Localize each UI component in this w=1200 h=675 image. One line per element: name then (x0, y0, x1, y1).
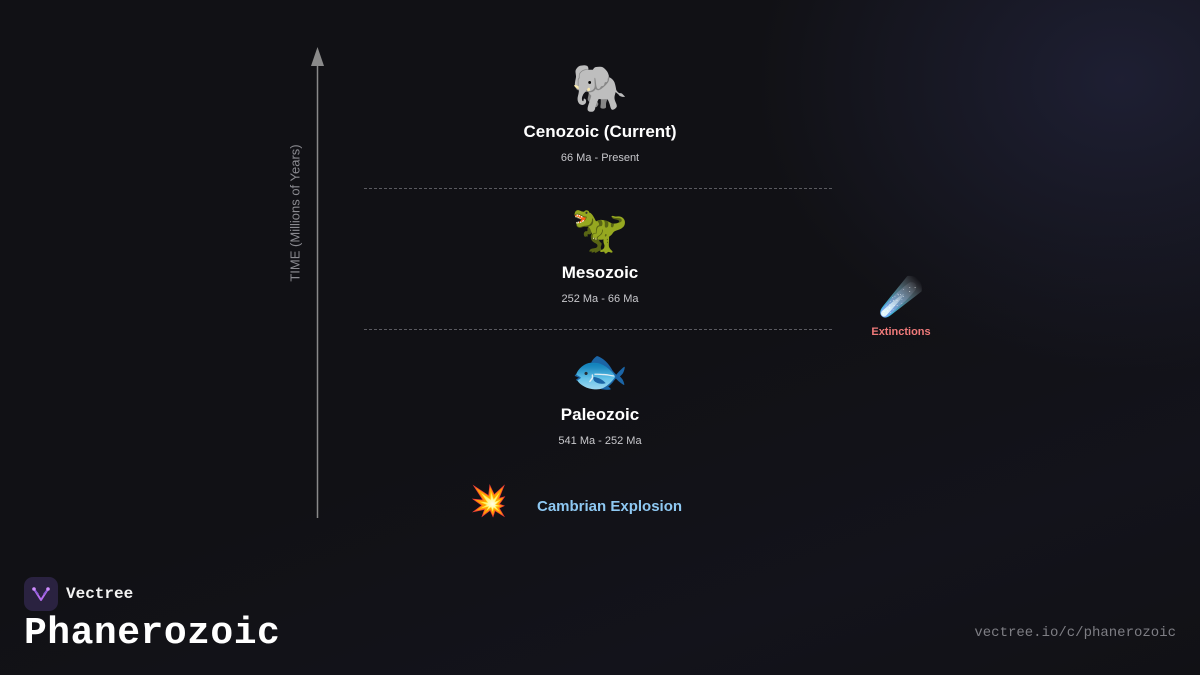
era-cenozoic: 🐘 Cenozoic (Current) 66 Ma - Present (450, 62, 750, 164)
t-rex-icon: 🦖 (571, 202, 629, 256)
era-divider (364, 188, 832, 189)
comet-icon: ☄️ (878, 277, 924, 318)
era-range: 541 Ma - 252 Ma (558, 435, 642, 447)
era-name: Paleozoic (560, 405, 640, 424)
vectree-logo-icon (24, 577, 58, 611)
era-range: 66 Ma - Present (560, 152, 640, 164)
era-range: 252 Ma - 66 Ma (561, 293, 639, 305)
brand-name: Vectree (66, 585, 134, 603)
era-name: Mesozoic (561, 263, 639, 282)
era-divider (364, 329, 832, 330)
elephant-icon: 🐘 (571, 61, 629, 115)
page-title: Phanerozoic (24, 612, 281, 655)
extinctions-label: Extinctions (871, 326, 931, 338)
explosion-icon: 💥 (470, 484, 508, 519)
cambrian-explosion-label: Cambrian Explosion (537, 498, 683, 515)
era-paleozoic: 🐟 Paleozoic 541 Ma - 252 Ma (450, 345, 750, 447)
era-name: Cenozoic (Current) (523, 122, 677, 141)
brand[interactable]: Vectree (24, 577, 133, 611)
time-axis (311, 47, 324, 518)
page-url-link[interactable]: vectree.io/c/phanerozoic (974, 625, 1176, 641)
fish-icon: 🐟 (571, 344, 629, 398)
time-axis-label: TIME (Millions of Years) (287, 144, 303, 282)
time-axis-arrow (311, 47, 324, 66)
extinctions-marker: ☄️ Extinctions (871, 276, 930, 338)
era-mesozoic: 🦖 Mesozoic 252 Ma - 66 Ma (450, 203, 750, 305)
